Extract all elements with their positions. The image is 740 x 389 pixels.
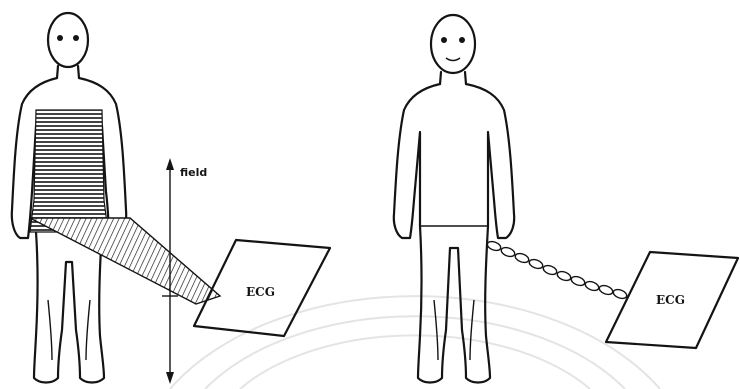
human-figure-right [394, 15, 514, 383]
ecg-label-left: ECG [246, 285, 275, 299]
ecg-device-right: ECG [606, 252, 738, 348]
field-projection-beam [30, 218, 220, 304]
right-panel: ECG [394, 15, 738, 383]
lead-chain [486, 240, 628, 300]
watermark-arcs [170, 296, 660, 389]
torso-hatching [30, 110, 108, 232]
ecg-label-right: ECG [656, 293, 685, 307]
field-label: field [180, 166, 207, 179]
left-panel: field ECG [12, 13, 330, 384]
ecg-device-left: ECG [194, 240, 330, 336]
